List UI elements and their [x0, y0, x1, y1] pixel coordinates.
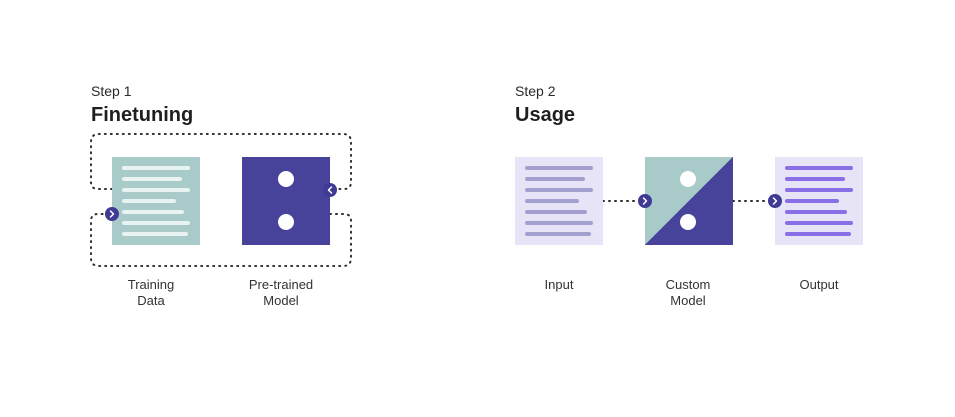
pretrained-model-box [242, 157, 330, 245]
text-line [525, 221, 593, 225]
output-caption: Output [799, 277, 839, 292]
text-line [785, 166, 853, 170]
text-line [785, 221, 853, 225]
text-line [122, 221, 190, 225]
step-2-label: Step 2 [515, 83, 556, 99]
text-line [785, 210, 847, 214]
training-data-box [112, 157, 200, 245]
input-caption: Input [544, 277, 574, 292]
text-line [122, 210, 184, 214]
arrow-right-icon [105, 207, 119, 221]
step-1-title: Finetuning [91, 104, 194, 126]
finetune-top-loop [90, 133, 352, 190]
text-line [525, 210, 587, 214]
text-line [122, 199, 176, 203]
text-line [785, 188, 853, 192]
text-line [785, 232, 851, 236]
step-2-title: Usage [515, 104, 576, 126]
arrow-right-icon [638, 194, 652, 208]
text-line [122, 232, 188, 236]
model-node [278, 171, 294, 187]
text-line [525, 188, 593, 192]
custom-model-caption: Custom Model [665, 277, 711, 308]
input-box [515, 157, 603, 245]
pretrained-model-caption: Pre-trained Model [248, 277, 314, 308]
arrow-left-icon [323, 183, 337, 197]
text-line [785, 177, 845, 181]
text-line [525, 199, 579, 203]
model-node [680, 171, 696, 187]
training-data-caption: Training Data [127, 277, 175, 308]
step-1-label: Step 1 [91, 83, 132, 99]
text-line [122, 166, 190, 170]
text-line [785, 199, 839, 203]
custom-model-box [645, 157, 733, 245]
output-box [775, 157, 863, 245]
finetune-bottom-loop [90, 213, 352, 267]
text-line [525, 232, 591, 236]
text-line [525, 177, 585, 181]
model-node [278, 214, 294, 230]
model-node [680, 214, 696, 230]
arrow-right-icon [768, 194, 782, 208]
text-line [122, 188, 190, 192]
text-line [122, 177, 182, 181]
text-line [525, 166, 593, 170]
